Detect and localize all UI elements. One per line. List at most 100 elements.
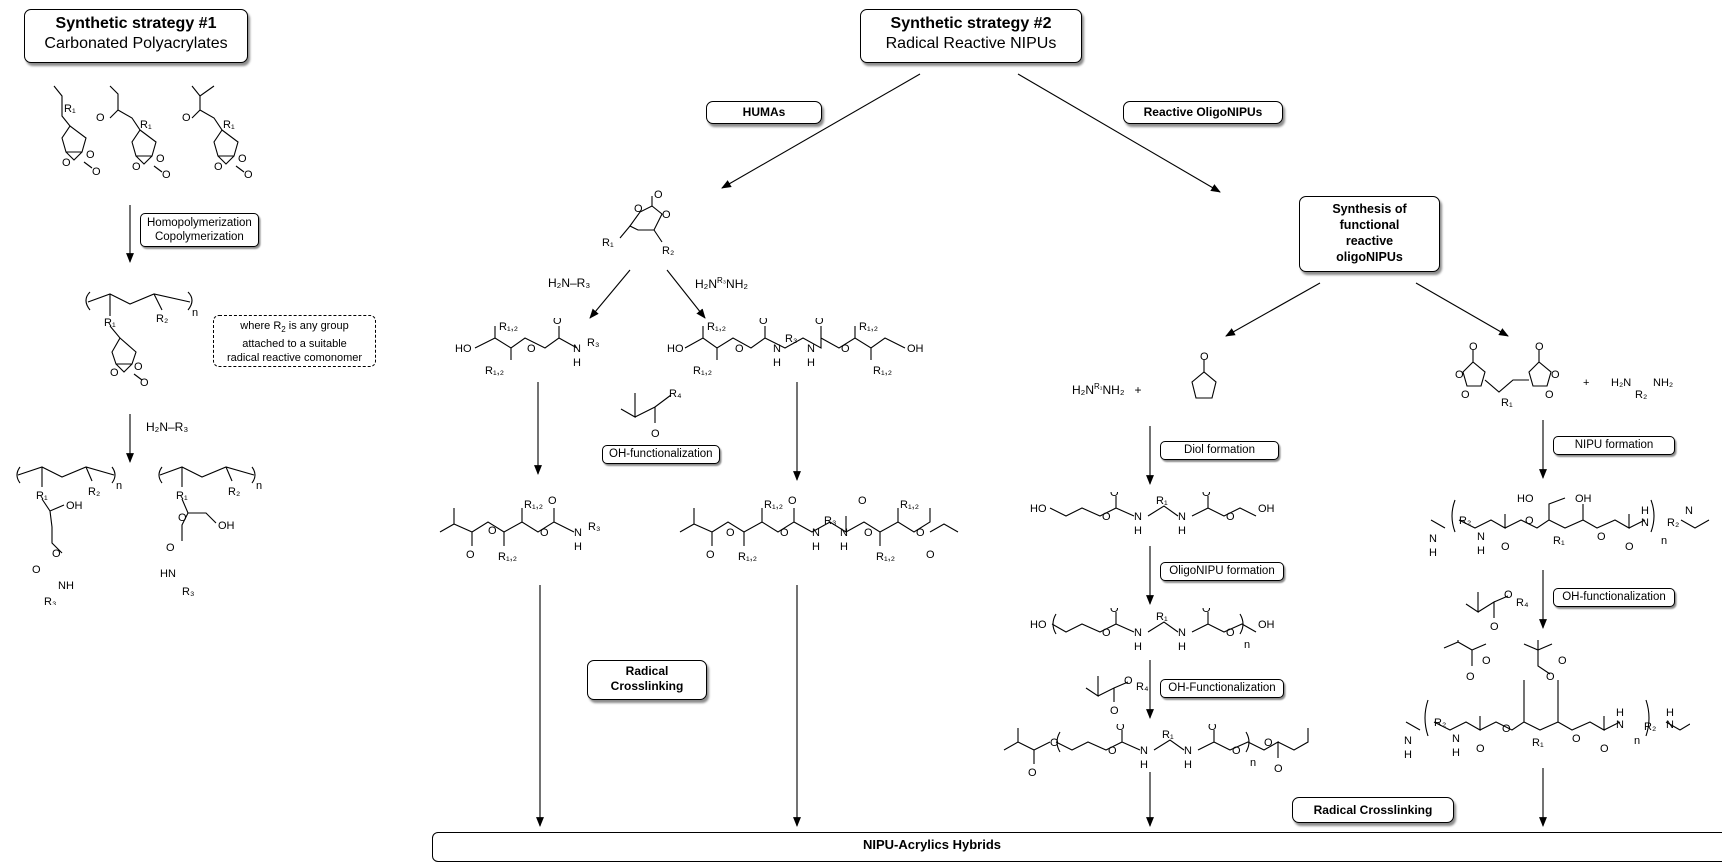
svg-text:R₁: R₁ xyxy=(1156,495,1168,507)
svg-text:O: O xyxy=(92,166,101,178)
reactive-oligonipus-label: Reactive OligoNIPUs xyxy=(1143,105,1263,119)
svg-text:H: H xyxy=(1452,747,1460,759)
svg-text:N: N xyxy=(812,527,820,539)
svg-text:R₂: R₂ xyxy=(1667,517,1679,529)
svg-text:O: O xyxy=(1551,369,1560,381)
svg-text:O: O xyxy=(864,527,873,539)
svg-text:R₁: R₁ xyxy=(1553,535,1565,547)
svg-text:O: O xyxy=(1482,655,1491,667)
diamine-r1-reagent: H₂NR₁NH₂ + xyxy=(1072,382,1142,397)
note-line2: attached to a suitable xyxy=(242,338,347,351)
svg-text:O: O xyxy=(1226,627,1235,639)
svg-text:O: O xyxy=(662,209,671,221)
svg-text:O: O xyxy=(1124,675,1133,687)
svg-text:+: + xyxy=(1583,377,1589,389)
svg-text:R₁,₂: R₁,₂ xyxy=(707,321,726,333)
svg-text:OH: OH xyxy=(1258,619,1275,631)
svg-text:O: O xyxy=(1502,723,1511,735)
svg-text:N: N xyxy=(1134,511,1142,523)
svg-text:O: O xyxy=(156,153,165,165)
svg-text:n: n xyxy=(192,307,198,319)
strategy2-title: Synthetic strategy #2 xyxy=(890,15,1052,32)
svg-text:R₁: R₁ xyxy=(1501,397,1513,409)
svg-text:O: O xyxy=(634,203,643,215)
svg-text:HO: HO xyxy=(1030,619,1047,631)
svg-text:H: H xyxy=(1140,759,1148,771)
svg-text:O: O xyxy=(815,318,824,327)
strategy1-box: Synthetic strategy #1 Carbonated Polyacr… xyxy=(24,9,248,63)
svg-text:R₁,₂: R₁,₂ xyxy=(873,365,892,377)
svg-text:N: N xyxy=(1404,735,1412,747)
svg-text:R₃: R₃ xyxy=(824,515,836,527)
svg-text:R₂: R₂ xyxy=(88,486,100,498)
oh-functionalization-cap-label: OH-Functionalization xyxy=(1160,679,1284,698)
svg-text:OH: OH xyxy=(1258,503,1275,515)
final-label: NIPU-Acrylics Hybrids xyxy=(863,837,1001,852)
svg-text:O: O xyxy=(735,343,744,355)
svg-text:O: O xyxy=(540,527,549,539)
reactive-oligonipus-box: Reactive OligoNIPUs xyxy=(1123,101,1283,124)
svg-text:R₁,₂: R₁,₂ xyxy=(485,365,504,377)
svg-text:R₂: R₂ xyxy=(1459,515,1471,527)
oh-functionalization-cap-text: OH-Functionalization xyxy=(1168,682,1276,694)
svg-text:O: O xyxy=(788,495,797,507)
svg-text:R₄: R₄ xyxy=(1136,681,1149,693)
svg-text:R₁,₂: R₁,₂ xyxy=(499,321,518,333)
methacrylate-r4: R₄O xyxy=(620,388,682,440)
svg-text:O: O xyxy=(466,549,475,561)
svg-text:N: N xyxy=(1641,517,1649,529)
svg-text:N: N xyxy=(1184,745,1192,757)
svg-text:R₁,₂: R₁,₂ xyxy=(738,551,757,563)
svg-text:O: O xyxy=(238,153,247,165)
homo-copolymerization-label: Homopolymerization Copolymerization xyxy=(140,213,259,247)
svg-text:H: H xyxy=(773,357,781,369)
svg-text:OH: OH xyxy=(66,500,83,512)
svg-text:N: N xyxy=(1666,719,1674,731)
svg-text:O: O xyxy=(841,343,850,355)
svg-text:n: n xyxy=(1661,535,1667,547)
svg-text:O: O xyxy=(132,161,141,173)
diol-formation-label: Diol formation xyxy=(1160,441,1279,460)
svg-text:R₁,₂: R₁,₂ xyxy=(900,499,919,511)
svg-text:n: n xyxy=(256,480,262,492)
svg-text:NH₂: NH₂ xyxy=(1653,377,1673,389)
svg-text:N: N xyxy=(1477,531,1485,543)
svg-text:O: O xyxy=(1102,627,1111,639)
svg-text:N: N xyxy=(1685,505,1693,517)
humas-box: HUMAs xyxy=(706,101,822,124)
synthesis-line-1: Synthesis of xyxy=(1332,202,1407,216)
svg-text:O: O xyxy=(1202,492,1211,499)
strategy1-subtitle: Carbonated Polyacrylates xyxy=(44,35,228,52)
svg-text:O: O xyxy=(166,542,175,554)
svg-text:OH: OH xyxy=(218,520,235,532)
svg-text:H: H xyxy=(812,541,820,553)
svg-text:N: N xyxy=(1452,733,1460,745)
svg-text:N: N xyxy=(840,527,848,539)
svg-text:O: O xyxy=(527,343,536,355)
svg-text:O: O xyxy=(1264,737,1273,749)
svg-text:HO: HO xyxy=(1517,493,1534,505)
svg-text:R₃: R₃ xyxy=(587,337,599,349)
svg-text:N: N xyxy=(1616,719,1624,731)
svg-text:R₂: R₂ xyxy=(228,486,240,498)
svg-text:O: O xyxy=(1535,341,1544,353)
svg-text:O: O xyxy=(1116,724,1125,733)
svg-text:O: O xyxy=(1490,621,1499,633)
crosslinking-text: Crosslinking xyxy=(610,679,684,693)
svg-text:n: n xyxy=(1244,639,1250,651)
svg-text:NH: NH xyxy=(58,580,74,592)
svg-text:O: O xyxy=(52,548,61,560)
svg-text:O: O xyxy=(1232,745,1241,757)
svg-text:R₂: R₂ xyxy=(1635,389,1647,401)
svg-text:O: O xyxy=(488,525,497,537)
svg-text:R₁: R₁ xyxy=(36,490,48,502)
svg-text:H: H xyxy=(1184,759,1192,771)
huma-amine-reagent: H₂N–R₃ xyxy=(548,276,591,290)
svg-text:R₁,₂: R₁,₂ xyxy=(524,499,543,511)
svg-text:R₂: R₂ xyxy=(662,245,674,257)
svg-text:O: O xyxy=(134,361,143,373)
svg-text:O: O xyxy=(1545,389,1554,401)
